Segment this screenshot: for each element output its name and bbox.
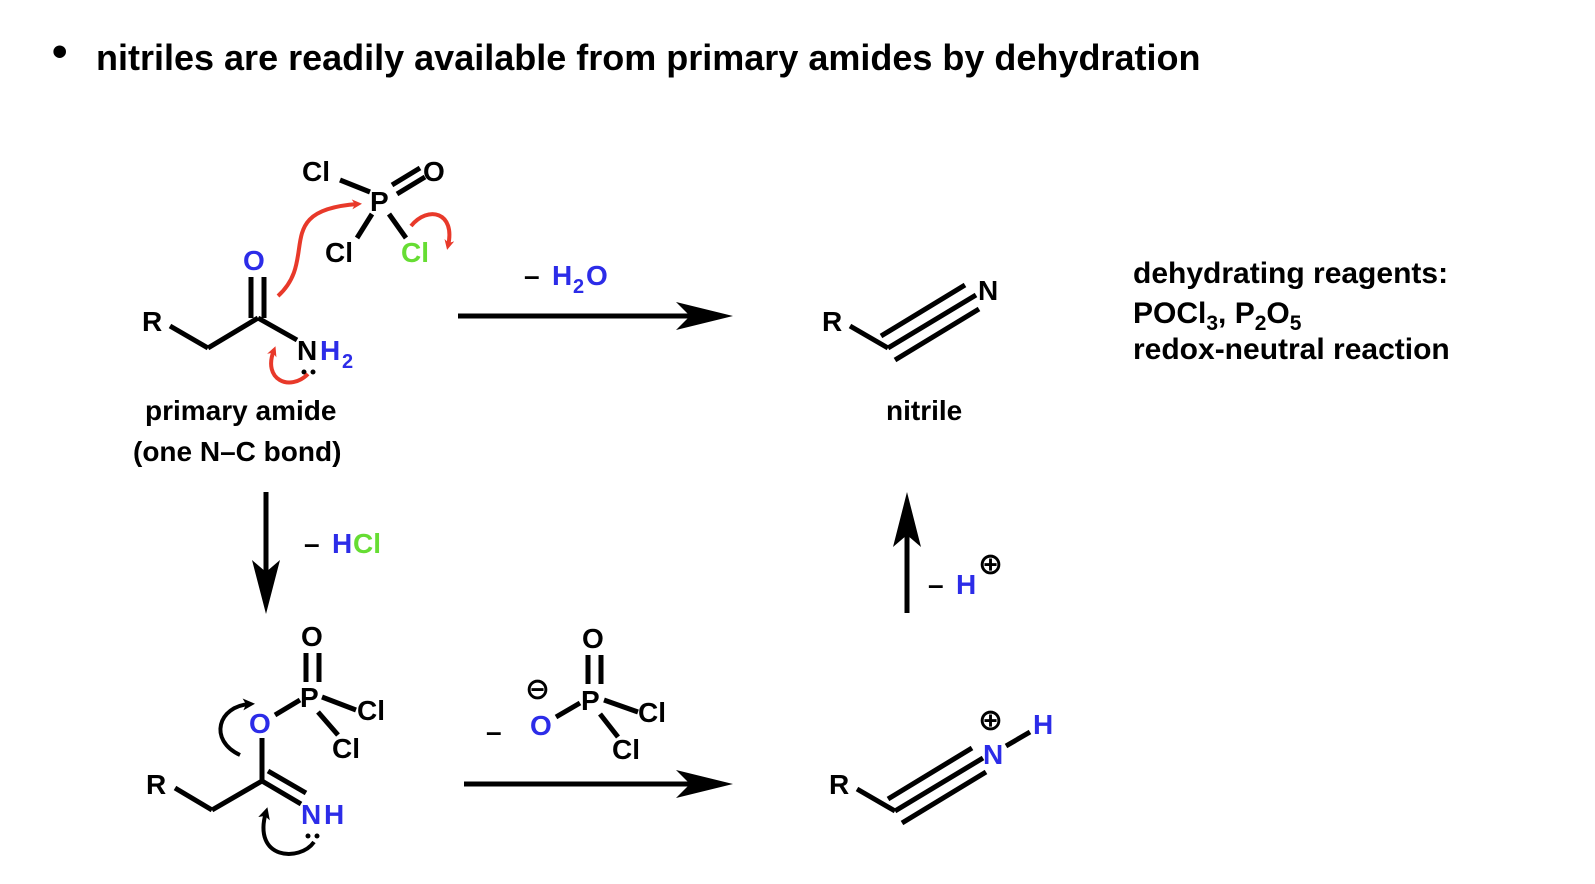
lone-pair-dot [314,833,320,839]
step-up-label: – H ⊕ [928,548,1003,600]
hcl-h: H [332,528,352,559]
negative-charge-icon: ⊖ [525,673,550,706]
pocl3-phosphorus: P [370,186,389,217]
reaction-arrowhead-top [676,302,733,330]
red-curved-arrow-lone-pair [267,346,310,385]
headline-text: nitriles are readily available from prim… [96,37,1200,78]
primary-amide-structure: R O N H 2 [142,245,353,385]
pocl3-structure: Cl P O Cl Cl [276,156,455,298]
water-subscript-2: 2 [573,276,584,298]
step-bottom-label: – ⊖ O P O Cl Cl [486,623,666,765]
amide-hydrogen: H [320,335,340,366]
red-curved-arrow-attack [276,199,362,298]
primary-amide-label: primary amide [145,395,336,426]
pocl3-oxygen: O [423,156,445,187]
water-h: H [552,260,572,291]
red-curved-arrow-leaving [409,212,455,250]
primary-amide-sublabel: (one N–C bond) [133,436,341,467]
black-curved-arrow-elimination [218,698,255,757]
intermediate-cl-bottom: Cl [332,733,360,764]
lone-pair-dot [310,369,316,375]
reaction-arrowhead-down [252,560,280,614]
amide-nitrogen: N [297,335,317,366]
hcl-cl: Cl [353,528,381,559]
intermediate-R-label: R [146,769,166,800]
intermediate-phosphorus: P [300,682,319,713]
phosphate-phosphorus: P [581,685,600,716]
nitrilium-hydrogen: H [1033,709,1053,740]
phosphate-oxygen-top: O [582,623,604,654]
step-down-label: – H Cl [304,528,381,559]
amide-R-label: R [142,306,162,337]
nitrile-nitrogen: N [978,275,998,306]
amide-oxygen: O [243,245,265,276]
intermediate-hydrogen: H [324,799,344,830]
minus-sign: – [928,569,944,600]
nitrilium-R-label: R [829,769,849,800]
phosphate-oxygen-anion: O [530,710,552,741]
amide-subscript-2: 2 [342,351,353,373]
intermediate-nitrogen: N [301,799,321,830]
intermediate-cl-right: Cl [357,695,385,726]
nitrilium-structure: R N ⊕ H [829,704,1053,826]
bullet-point: • [52,27,67,76]
intermediate-p-oxygen: O [301,621,323,652]
pocl3-cl-top: Cl [302,156,330,187]
minus-sign: – [486,716,502,747]
positive-charge-icon: ⊕ [978,548,1003,581]
pocl3-cl-leaving: Cl [401,237,429,268]
pocl3-cl-left: Cl [325,237,353,268]
phosphate-cl-right: Cl [638,697,666,728]
reagents-line-1: dehydrating reagents: [1133,257,1448,290]
reaction-arrowhead-up [893,492,921,547]
imidoyl-phosphate-intermediate: R O P O Cl Cl N H [146,621,385,856]
nitrile-label: nitrile [886,395,962,426]
positive-charge-icon: ⊕ [978,704,1003,737]
water-o: O [586,260,608,291]
nitrile-R-label: R [822,306,842,337]
lone-pair-dot [305,833,311,839]
intermediate-link-oxygen: O [249,708,271,739]
reaction-arrowhead-bottom [676,770,733,798]
step-top-label: – H 2 O [524,260,608,298]
minus-sign: – [304,528,320,559]
proton-h: H [956,569,976,600]
reagents-line-3: redox-neutral reaction [1133,333,1450,366]
lone-pair-dot [301,369,307,375]
black-curved-arrow-lone-pair [258,807,316,856]
reagents-note: dehydrating reagents: POCl3, P2O5 redox-… [1133,257,1450,366]
nitrilium-nitrogen: N [983,739,1003,770]
reagents-line-2: POCl3, P2O5 [1133,297,1302,335]
nitrile-structure: R N nitrile [822,275,998,426]
phosphate-cl-bottom: Cl [612,734,640,765]
minus-sign: – [524,260,540,291]
